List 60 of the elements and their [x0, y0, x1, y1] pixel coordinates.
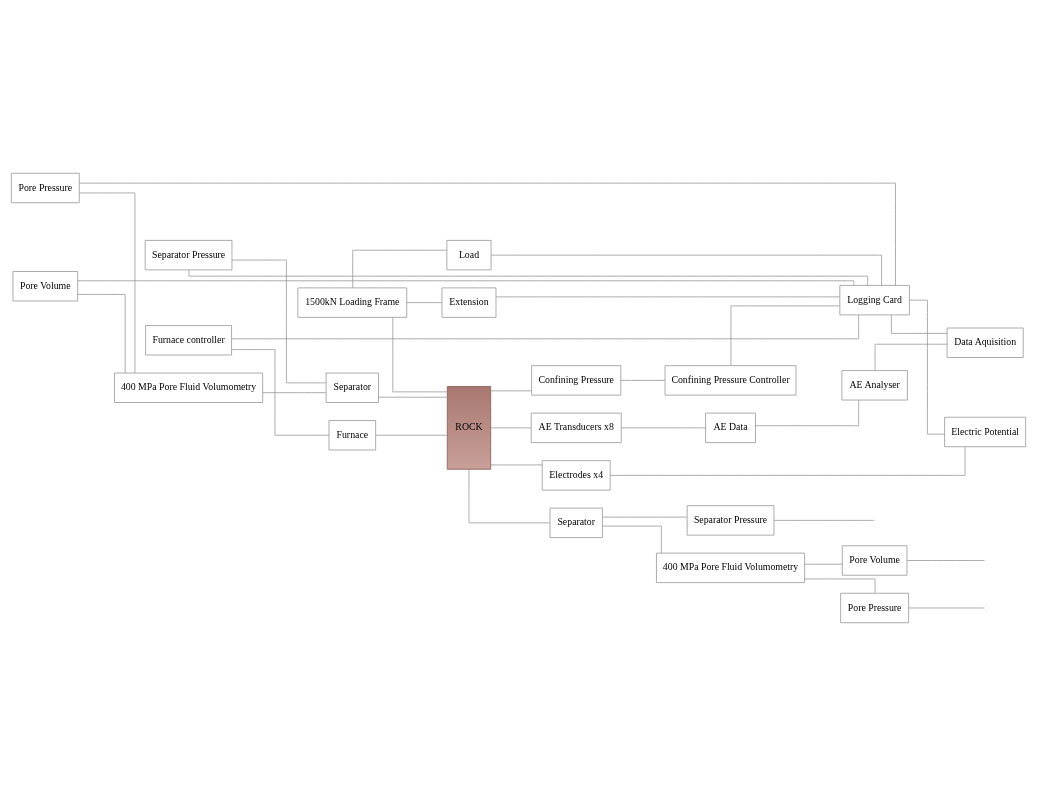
- node-box: Confining Pressure Controller: [664, 364, 797, 396]
- connector: [490, 254, 882, 286]
- connector: [804, 563, 843, 565]
- node-box: Separator: [549, 507, 603, 538]
- node-box: Separator: [325, 372, 379, 403]
- node-box: AE Analyser: [841, 369, 908, 400]
- node-box: Pore Volume: [841, 544, 908, 576]
- connector: [909, 299, 945, 435]
- connector: [375, 434, 448, 436]
- connector: [406, 301, 443, 303]
- connector: [378, 396, 448, 398]
- connector: [231, 314, 860, 339]
- connector: [891, 314, 948, 334]
- node-box: Pore Volume: [12, 270, 79, 301]
- connector: [188, 269, 869, 286]
- node-box: Electrodes x4: [541, 459, 611, 490]
- connector: [755, 399, 860, 426]
- node-box: 400 MPa Pore Fluid Volumometry: [114, 372, 264, 403]
- connector: [906, 559, 986, 561]
- connector: [602, 525, 662, 553]
- connector: [392, 316, 448, 392]
- connector: [79, 192, 136, 373]
- node-box: 400 MPa Pore Fluid Volumometry: [656, 552, 806, 583]
- connector: [262, 391, 327, 393]
- connector: [231, 348, 330, 436]
- connector: [610, 446, 966, 476]
- connector: [231, 259, 327, 383]
- connector: [77, 279, 855, 286]
- node-box: Pore Pressure: [10, 172, 80, 203]
- connector: [495, 295, 841, 297]
- node-box: Separator Pressure: [686, 504, 775, 536]
- node-box: Confining Pressure: [531, 364, 622, 396]
- connector: [79, 182, 896, 286]
- node-box: Electric Potential: [944, 416, 1027, 447]
- node-box: Load: [446, 239, 492, 270]
- node-box: Logging Card: [839, 284, 910, 315]
- node-box: AE Transducers x8: [530, 412, 622, 443]
- node-box: Pore Pressure: [840, 592, 909, 623]
- node-box: Data Aquisition: [946, 327, 1024, 358]
- connector: [908, 607, 986, 608]
- node-box: AE Data: [705, 412, 756, 443]
- connector: [730, 305, 840, 366]
- node-box: Separator Pressure: [144, 239, 233, 270]
- connector: [352, 249, 448, 288]
- connector: [77, 293, 126, 373]
- node-box: ROCK: [446, 385, 492, 470]
- node-box: Furnace controller: [145, 324, 232, 355]
- node-box: Extension: [441, 286, 497, 318]
- node-box: 1500kN Loading Frame: [297, 286, 408, 318]
- node-box: Furnace: [328, 419, 377, 450]
- connector: [804, 578, 876, 593]
- connector: [490, 426, 532, 428]
- connector: [468, 468, 551, 523]
- connector: [773, 519, 875, 521]
- connector: [602, 516, 688, 518]
- connector: [620, 426, 706, 428]
- connector: [490, 464, 543, 465]
- connector: [620, 379, 666, 381]
- connector: [874, 343, 948, 371]
- connector: [490, 389, 532, 391]
